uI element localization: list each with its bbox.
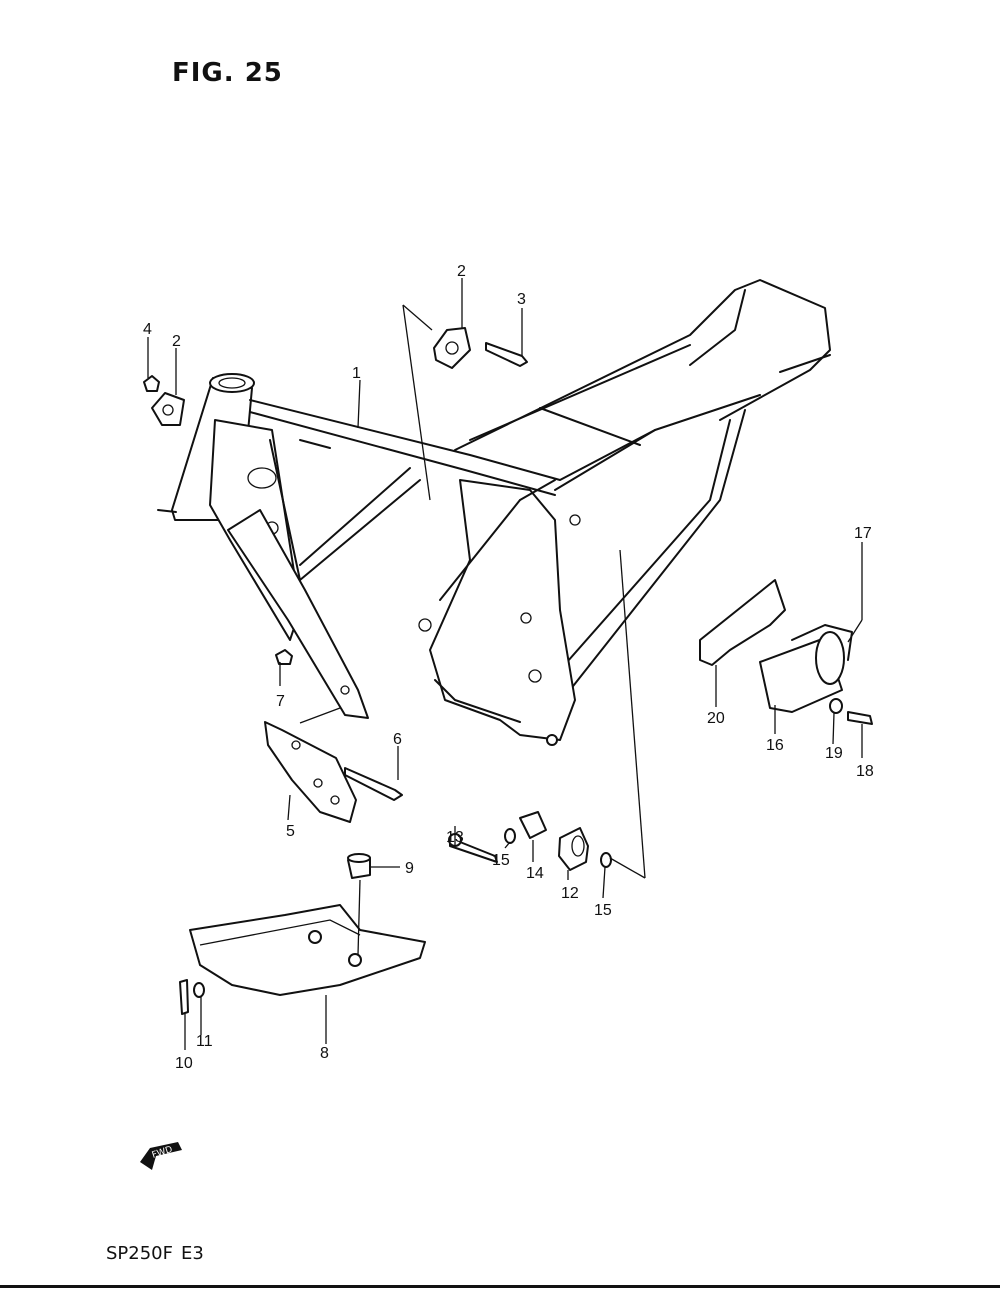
mount-plate-top <box>433 327 471 369</box>
callout-11: 11 <box>196 1033 213 1050</box>
callout-7: 7 <box>276 693 285 710</box>
callout-19: 19 <box>825 745 843 762</box>
skid-plate-8 <box>189 904 426 996</box>
main-frame <box>157 279 831 746</box>
callout-17: 17 <box>854 525 872 542</box>
callout-14: 14 <box>526 865 544 882</box>
callout-20: 20 <box>707 710 725 727</box>
washer-11 <box>193 982 205 998</box>
bolt-6 <box>344 767 403 801</box>
nut-7 <box>275 649 293 665</box>
figure-title: FIG. 25 <box>172 58 283 88</box>
bolt-18 <box>847 711 873 725</box>
bracket-17 <box>791 624 853 661</box>
callout-4: 4 <box>143 321 152 338</box>
callout-10: 10 <box>175 1055 193 1072</box>
mount-plate-left <box>151 392 185 426</box>
leader-lines <box>147 278 863 1050</box>
callout-8: 8 <box>320 1045 329 1062</box>
washer-19 <box>829 698 843 714</box>
nut-4 <box>143 375 160 392</box>
engine-bracket-5 <box>264 721 357 823</box>
washer-15b <box>600 852 612 868</box>
side-cover-20 <box>699 579 786 666</box>
callout-9: 9 <box>405 860 414 877</box>
model-code-text: SP250F <box>106 1243 173 1264</box>
callout-3: 3 <box>517 291 526 308</box>
callout-15b: 15 <box>594 902 612 919</box>
callout-16: 16 <box>766 737 784 754</box>
callout-18: 18 <box>856 763 874 780</box>
bottom-rule <box>0 1285 1000 1288</box>
callout-12: 12 <box>561 885 579 902</box>
bolt-10 <box>179 979 189 1015</box>
callout-1: 1 <box>352 365 361 382</box>
callout-6: 6 <box>393 731 402 748</box>
callout-13: 13 <box>446 829 464 846</box>
collar-14 <box>519 811 547 839</box>
callout-15a: 15 <box>492 852 510 869</box>
fwd-arrow-icon: FWD <box>140 1142 182 1170</box>
cushion-12 <box>558 827 589 871</box>
callout-2-top: 2 <box>457 263 466 280</box>
bolt-3 <box>485 342 528 367</box>
washer-15a <box>504 828 516 844</box>
callouts: 1 2 2 3 4 5 6 7 8 9 10 11 12 13 14 15 15… <box>143 263 874 1072</box>
callout-5: 5 <box>286 823 295 840</box>
model-region-text: E3 <box>181 1243 204 1264</box>
callout-2-left: 2 <box>172 333 181 350</box>
model-code: SP250F E3 <box>106 1243 212 1264</box>
